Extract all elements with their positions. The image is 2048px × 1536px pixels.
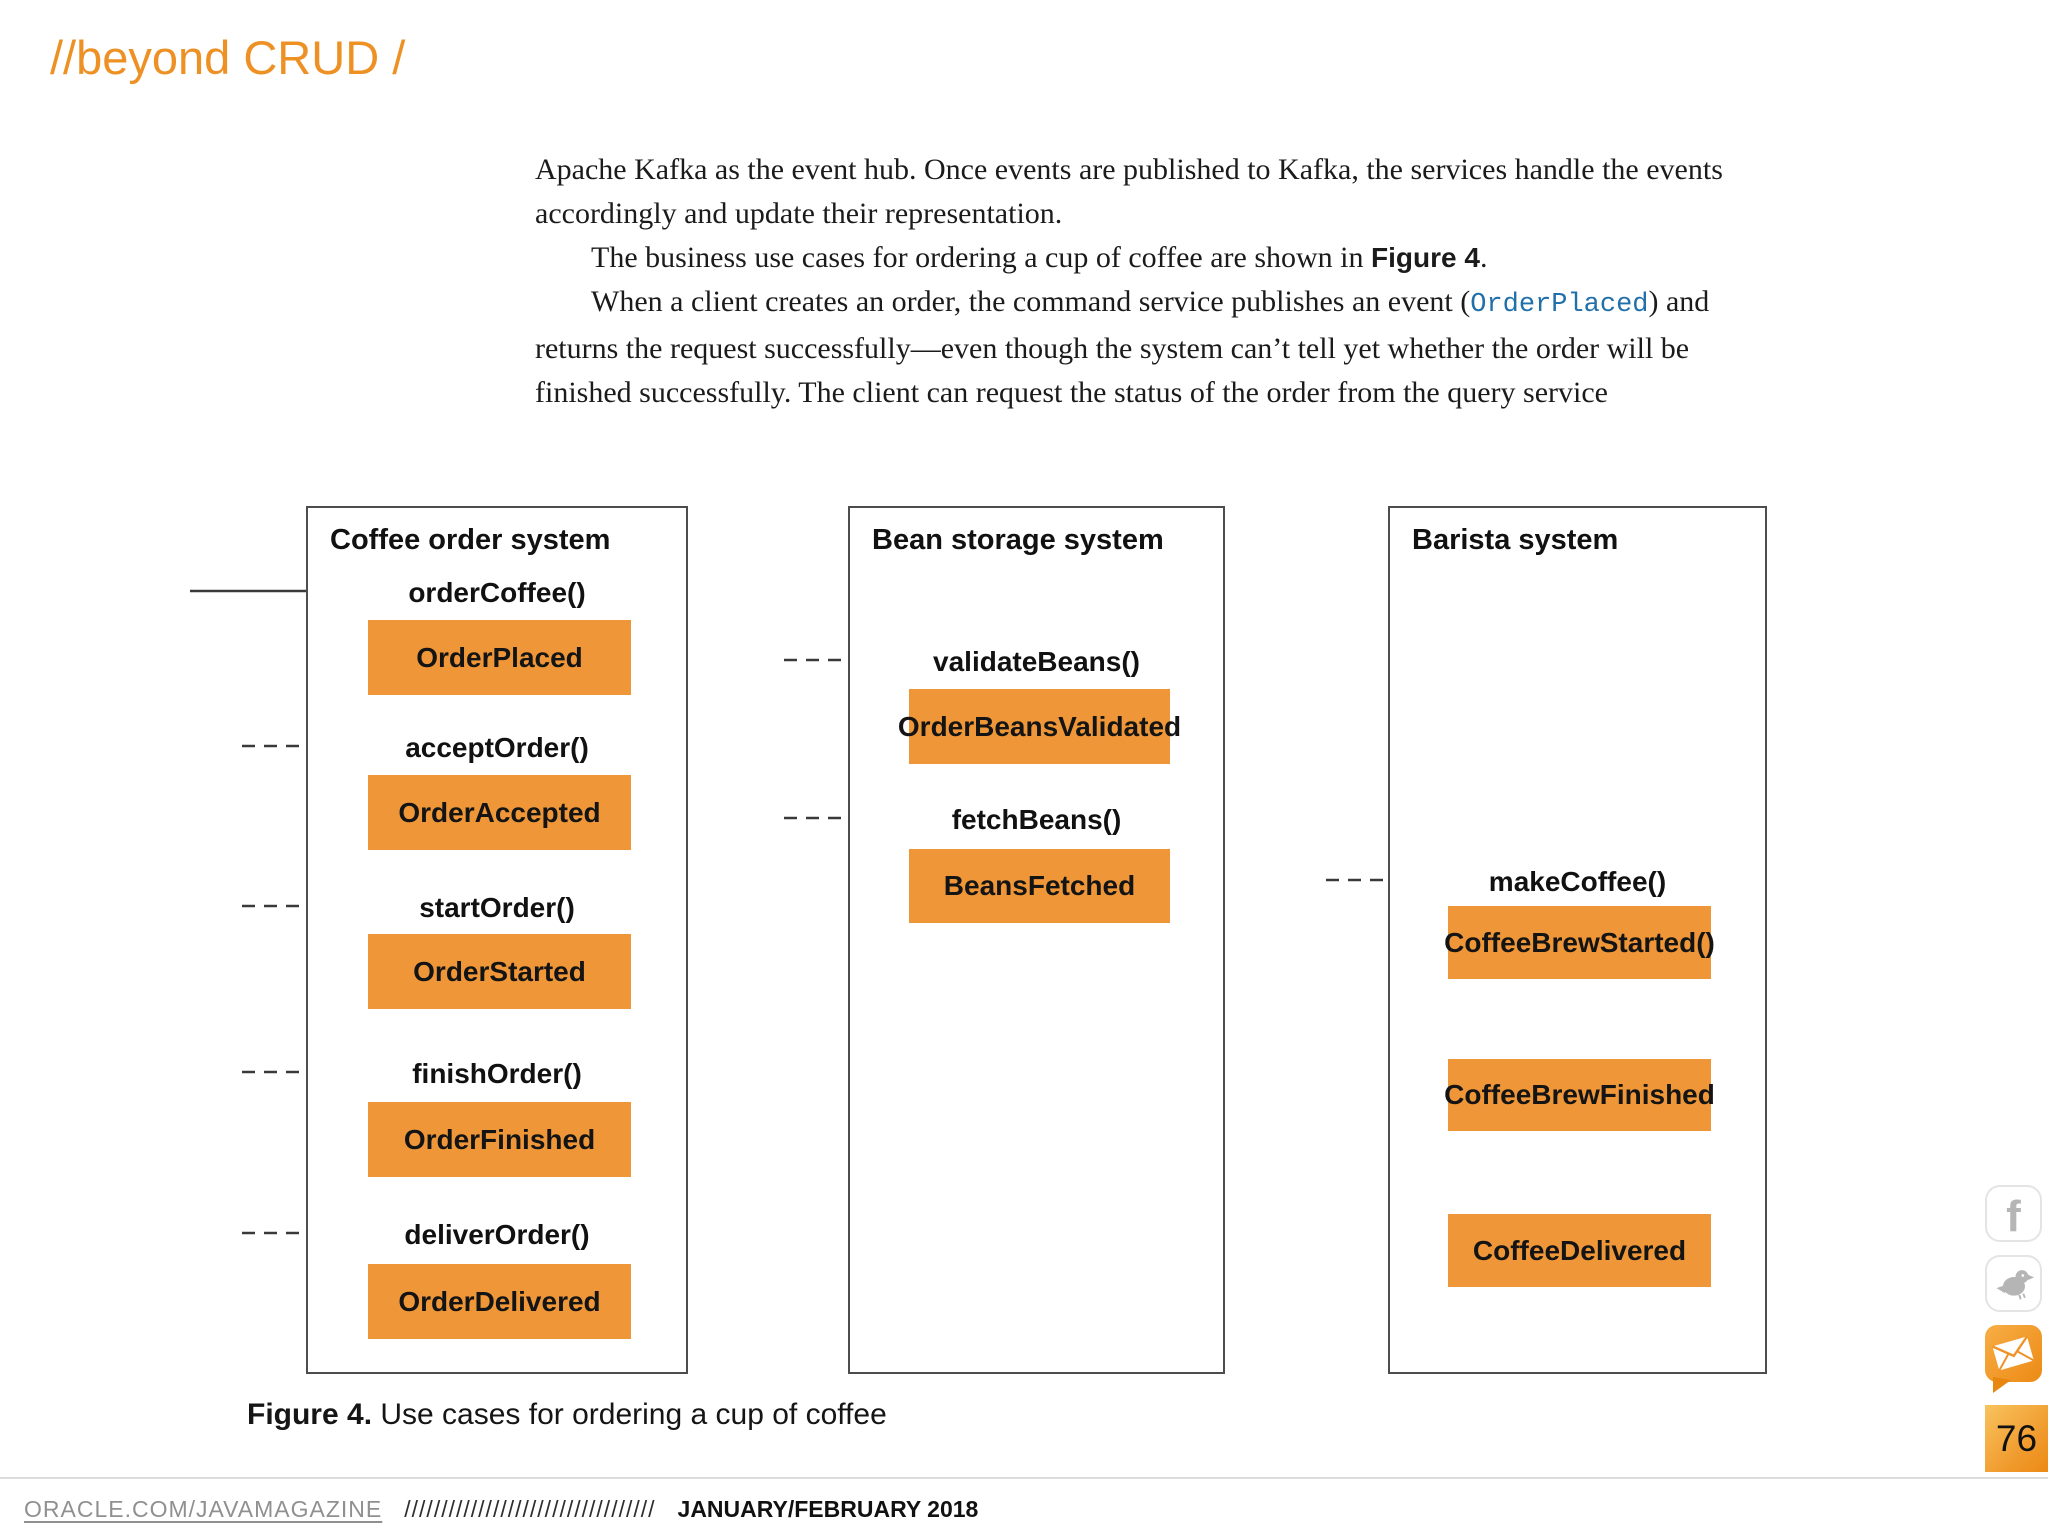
twitter-icon[interactable] bbox=[1985, 1255, 2042, 1312]
facebook-icon[interactable]: f bbox=[1985, 1185, 2042, 1242]
method-label-acceptorder: acceptOrder() bbox=[405, 732, 589, 763]
method-label-makecoffee: makeCoffee() bbox=[1488, 866, 1667, 897]
twitter-bird-glyph bbox=[1996, 1269, 2034, 1300]
paragraph-text: ) and returns the request successfully—e… bbox=[535, 285, 1710, 409]
figure-caption-text: Use cases for ordering a cup of coffee bbox=[372, 1398, 887, 1431]
event-box-beansfetched: BeansFetched bbox=[909, 849, 1170, 923]
feedback-envelope-glyph bbox=[1985, 1325, 2042, 1393]
method-label-deliverorder: deliverOrder() bbox=[404, 1219, 590, 1250]
event-box-coffeedelivered: CoffeeDelivered bbox=[1448, 1214, 1711, 1287]
paragraph-text: When a client creates an order, the comm… bbox=[591, 285, 1471, 318]
article-body: Apache Kafka as the event hub. Once even… bbox=[535, 148, 1775, 415]
footer-issue-date: JANUARY/FEBRUARY 2018 bbox=[677, 1496, 979, 1522]
event-box-coffeebrewstarted: CoffeeBrewStarted() bbox=[1444, 906, 1715, 979]
event-box-orderfinished: OrderFinished bbox=[368, 1102, 631, 1177]
system-box-bean-storage: Bean storage system validateBeans() Orde… bbox=[848, 506, 1225, 1374]
footer-url-link[interactable]: ORACLE.COM/JAVAMAGAZINE bbox=[24, 1496, 383, 1522]
method-label-finishorder: finishOrder() bbox=[412, 1058, 582, 1089]
figure-caption-label: Figure 4. bbox=[247, 1398, 373, 1431]
inline-code-orderplaced: OrderPlaced bbox=[1470, 290, 1649, 320]
system-title: Coffee order system bbox=[330, 524, 611, 556]
article-paragraph-1: Apache Kafka as the event hub. Once even… bbox=[535, 148, 1775, 236]
paragraph-text: The business use cases for ordering a cu… bbox=[591, 241, 1372, 274]
footer: ORACLE.COM/JAVAMAGAZINE ////////////////… bbox=[24, 1496, 978, 1523]
event-box-orderplaced: OrderPlaced bbox=[368, 620, 631, 695]
figure-caption: Figure 4. Use cases for ordering a cup o… bbox=[247, 1398, 887, 1432]
system-title: Bean storage system bbox=[872, 524, 1164, 556]
footer-divider bbox=[0, 1477, 2048, 1479]
paragraph-text: . bbox=[1479, 241, 1488, 274]
article-paragraph-3: When a client creates an order, the comm… bbox=[535, 280, 1775, 415]
event-box-orderdelivered: OrderDelivered bbox=[368, 1264, 631, 1339]
event-box-orderstarted: OrderStarted bbox=[368, 934, 631, 1009]
system-title: Barista system bbox=[1412, 524, 1619, 556]
footer-slash-decoration: ////////////////////////////////// bbox=[404, 1496, 656, 1522]
system-box-barista: Barista system makeCoffee() CoffeeBrewSt… bbox=[1388, 506, 1767, 1374]
page-number-badge: 76 bbox=[1985, 1405, 2048, 1472]
figure-reference: Figure 4 bbox=[1371, 242, 1480, 273]
article-paragraph-2: The business use cases for ordering a cu… bbox=[535, 236, 1775, 280]
system-box-coffee-order: Coffee order system orderCoffee() OrderP… bbox=[306, 506, 688, 1374]
event-box-orderaccepted: OrderAccepted bbox=[368, 775, 631, 850]
feedback-icon[interactable] bbox=[1985, 1325, 2042, 1395]
method-label-startorder: startOrder() bbox=[419, 892, 575, 923]
method-label-fetchbeans: fetchBeans() bbox=[951, 804, 1122, 835]
paragraph-text: Apache Kafka as the event hub. Once even… bbox=[535, 153, 1723, 230]
page-number: 76 bbox=[1995, 1417, 2038, 1459]
event-box-coffeebrewfinished: CoffeeBrewFinished bbox=[1444, 1059, 1715, 1131]
section-header: //beyond CRUD / bbox=[50, 31, 406, 84]
facebook-f-glyph: f bbox=[2006, 1191, 2021, 1241]
method-label-ordercoffee: orderCoffee() bbox=[408, 577, 586, 608]
event-box-orderbeansvalidated: OrderBeansValidated bbox=[898, 689, 1181, 764]
method-label-validatebeans: validateBeans() bbox=[933, 646, 1140, 677]
